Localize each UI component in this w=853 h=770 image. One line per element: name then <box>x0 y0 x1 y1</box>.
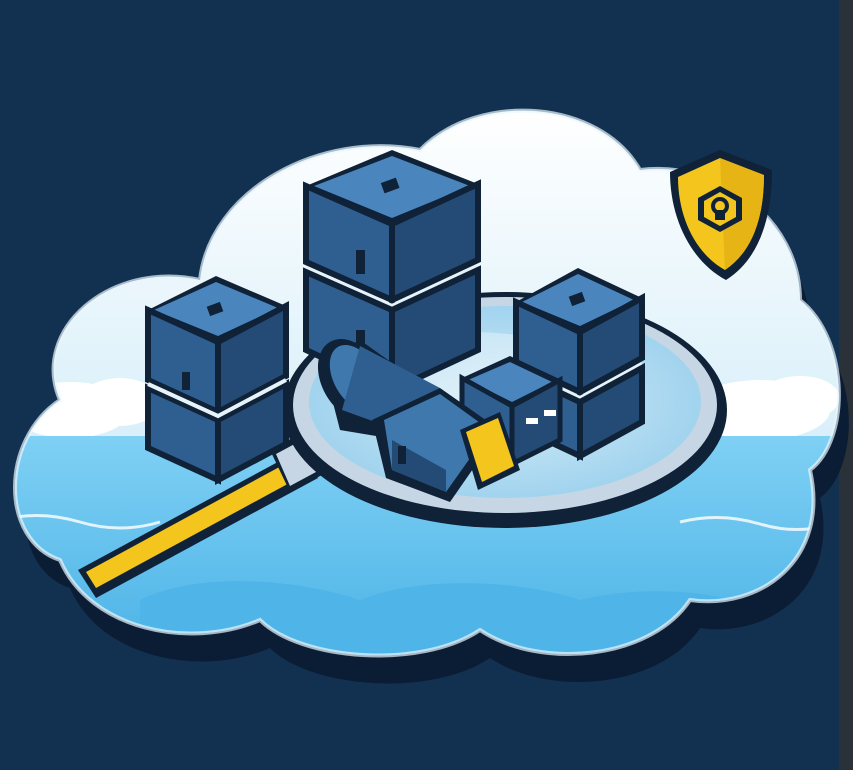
gavel-icon <box>317 339 563 502</box>
server-cube-icon <box>303 150 481 395</box>
edge-strip <box>839 0 853 770</box>
shield-lock-icon <box>670 150 772 280</box>
server-cube-icon <box>145 276 289 485</box>
